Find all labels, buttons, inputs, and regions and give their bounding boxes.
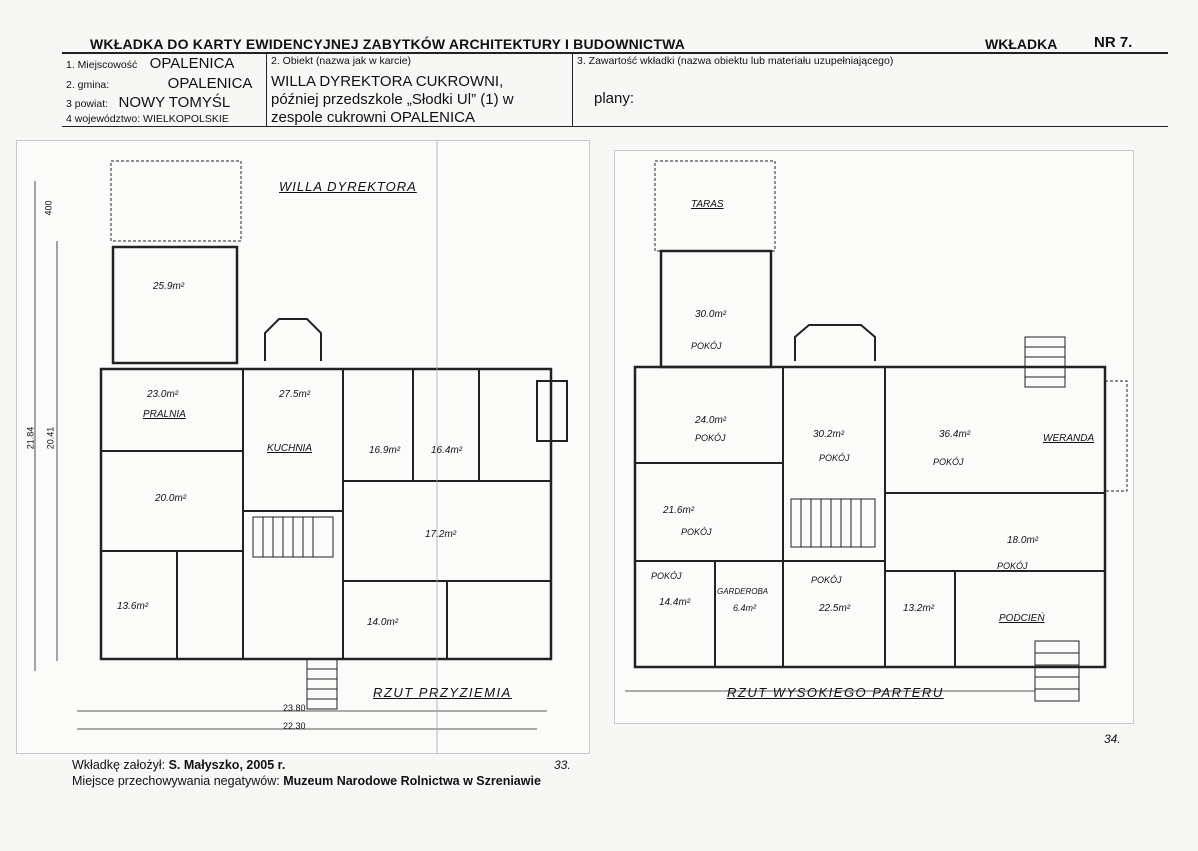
dim-2230: 22.30 (283, 721, 306, 731)
zawartosc-value: plany: (594, 90, 635, 107)
miejscowosc-label: 1. Miejscowość (66, 59, 138, 71)
room-area: 18.0m² (1007, 535, 1039, 546)
handwritten-title: WILLA DYREKTORA (279, 179, 417, 194)
room-label: POKÓJ (811, 575, 842, 585)
obiekt-label: 2. Obiekt (nazwa jak w karcie) (271, 55, 412, 67)
field-wojewodztwo: 4 województwo: WIELKOPOLSKIE (66, 113, 229, 125)
room-label: POKÓJ (933, 457, 964, 467)
room-area: 16.4m² (431, 445, 463, 456)
podcien-label: PODCIEŃ (999, 613, 1045, 624)
miejscowosc-value: OPALENICA (149, 55, 235, 72)
dim-400: 400 (43, 200, 54, 216)
field-powiat: 3 powiat: NOWY TOMYŚL (66, 94, 230, 112)
ground-floor-drawing (34, 141, 568, 753)
obiekt-line-3: zespole cukrowni OPALENICA (271, 109, 475, 126)
plan-caption: RZUT WYSOKIEGO PARTERU (727, 685, 944, 700)
room-area: 21.6m² (663, 505, 695, 516)
page-number-right: 34. (1104, 732, 1121, 746)
author-value: S. Małyszko, 2005 r. (168, 758, 286, 772)
header-rule-top (62, 52, 1168, 54)
room-area: 27.5m² (279, 389, 311, 400)
card-title: WKŁADKA DO KARTY EWIDENCYJNEJ ZABYTKÓW A… (90, 36, 686, 52)
raised-ground-floor-plan: TARAS WERANDA PODCIEŃ 30.0m² POKÓJ 24.0m… (614, 150, 1134, 724)
gmina-label: 2. gmina: (66, 79, 110, 91)
room-area: 36.4m² (939, 429, 971, 440)
obiekt-line-2: później przedszkole „Słodki Ul” (1) w (271, 91, 514, 108)
zawartosc-label: 3. Zawartość wkładki (nazwa obiektu lub … (577, 55, 894, 67)
room-label: POKÓJ (691, 341, 722, 351)
room-area: 30.0m² (695, 309, 727, 320)
terrace-label: TARAS (691, 199, 724, 210)
room-label: GARDEROBA (717, 587, 769, 596)
field-gmina: 2. gmina: OPALENICA (66, 75, 252, 93)
room-area: 24.0m² (695, 415, 727, 426)
room-area: 14.4m² (659, 597, 691, 608)
raised-floor-drawing (625, 160, 1128, 702)
room-area: 22.5m² (819, 603, 851, 614)
room-label: POKÓJ (651, 571, 682, 581)
powiat-value: NOWY TOMYŚL (118, 94, 231, 111)
gmina-value: OPALENICA (167, 75, 253, 92)
room-area: 17.2m² (425, 529, 457, 540)
header-rule-bottom (62, 126, 1168, 127)
insert-number: NR 7. (1094, 34, 1133, 51)
page-number-left: 33. (554, 758, 571, 772)
obiekt-line-1: WILLA DYREKTORA CUKROWNI, (271, 73, 504, 90)
room-area: 30.2m² (813, 429, 845, 440)
room-area: 6.4m² (733, 603, 757, 613)
plan-caption: RZUT PRZYZIEMIA (373, 685, 512, 700)
field-miejscowosc: 1. Miejscowość OPALENICA (66, 55, 234, 73)
room-area: 25.9m² (153, 281, 185, 292)
room-label: POKÓJ (997, 561, 1028, 571)
footer-archive: Miejsce przechowywania negatywów: Muzeum… (72, 774, 541, 788)
room-label: KUCHNIA (267, 443, 313, 454)
header-divider-2 (572, 52, 573, 127)
room-label: POKÓJ (695, 433, 726, 443)
dim-2041: 20.41 (45, 426, 56, 450)
room-label: PRALNIA (143, 409, 186, 420)
room-area: 14.0m² (367, 617, 399, 628)
footer-author: Wkładkę założył: S. Małyszko, 2005 r. (72, 758, 285, 772)
ground-floor-plan: WILLA DYREKTORA 400 21.84 20.41 23.80 22… (16, 140, 590, 754)
caption-text: PRZYZIEMIA (418, 685, 512, 700)
room-area: 13.2m² (903, 603, 935, 614)
veranda-label: WERANDA (1043, 433, 1095, 444)
powiat-label: 3 powiat: (66, 98, 109, 110)
room-label: POKÓJ (819, 453, 850, 463)
archive-label: Miejsce przechowywania negatywów: (72, 774, 280, 788)
dim-2184: 21.84 (25, 426, 36, 450)
archive-value: Muzeum Narodowe Rolnictwa w Szreniawie (283, 774, 541, 788)
header-divider-1 (266, 52, 267, 127)
insert-label: WKŁADKA (985, 36, 1058, 52)
caption-prefix: RZUT (373, 685, 414, 700)
room-label: POKÓJ (681, 527, 712, 537)
room-area: 16.9m² (369, 445, 401, 456)
room-area: 20.0m² (155, 493, 187, 504)
room-area: 13.6m² (117, 601, 149, 612)
dim-2380: 23.80 (283, 703, 306, 713)
room-area: 23.0m² (147, 389, 179, 400)
author-label: Wkładkę założył: (72, 758, 166, 772)
